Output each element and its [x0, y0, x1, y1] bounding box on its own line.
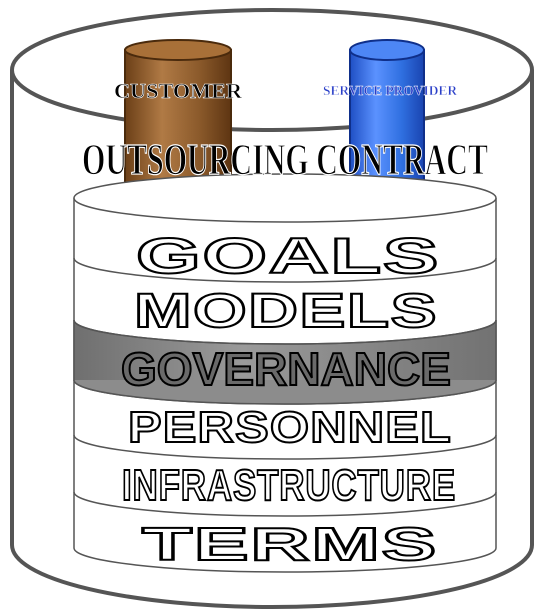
layer-stack	[73, 173, 497, 573]
contract-title: OUTSOURCING CONTRACT	[82, 135, 488, 184]
layer-label-terms: TERMS	[142, 518, 438, 570]
layer-separator	[73, 257, 497, 283]
stack-top	[73, 173, 497, 223]
layer-label-goals: GOALS	[136, 228, 440, 284]
provider-label: SERVICE PROVIDER	[323, 84, 458, 99]
customer-label: CUSTOMER	[114, 79, 243, 103]
outer-cylinder-top	[10, 8, 534, 132]
layer-separator	[73, 434, 497, 460]
layer-separator	[73, 319, 497, 345]
layer-label-governance: GOVERNANCE	[121, 343, 451, 395]
customer-cylinder	[124, 39, 232, 199]
layer-separator	[73, 491, 497, 517]
layer-label-personnel: PERSONNEL	[128, 403, 452, 452]
layer-label-models: MODELS	[134, 285, 438, 338]
layer-label-infrastructure: INFRASTRUCTURE	[122, 461, 456, 510]
